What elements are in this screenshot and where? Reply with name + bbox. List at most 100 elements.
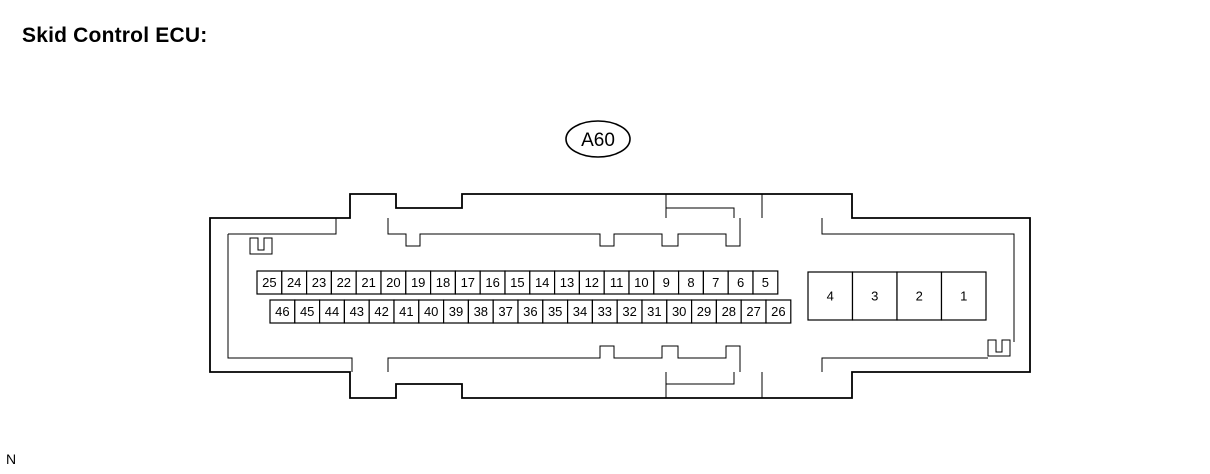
pin-number: 44 [325, 304, 339, 319]
pin-35: 35 [542, 299, 569, 324]
pin-14: 14 [529, 270, 556, 295]
pin-number: 28 [722, 304, 736, 319]
pin-number: 3 [871, 289, 878, 304]
connector-id-text: A60 [581, 130, 615, 151]
pin-24: 24 [281, 270, 308, 295]
pin-number: 4 [827, 289, 834, 304]
pin-23: 23 [306, 270, 333, 295]
pin-number: 19 [411, 275, 425, 290]
connector-inner-outline [227, 194, 1015, 398]
pin-number: 7 [712, 275, 719, 290]
pin-number: 40 [424, 304, 438, 319]
diagram-title: Skid Control ECU: [22, 24, 208, 47]
pin-number: 36 [523, 304, 537, 319]
pin-25: 25 [256, 270, 283, 295]
pin-number: 12 [585, 275, 599, 290]
pin-number: 45 [300, 304, 314, 319]
pin-21: 21 [355, 270, 382, 295]
pin-box [896, 271, 943, 321]
pin-number: 15 [510, 275, 524, 290]
diagram-code: N [6, 451, 17, 467]
pin-28: 28 [715, 299, 742, 324]
pin-number: 13 [560, 275, 574, 290]
pin-box [940, 271, 987, 321]
pin-39: 39 [443, 299, 470, 324]
pin-number: 6 [737, 275, 744, 290]
pin-33: 33 [591, 299, 618, 324]
pin-number: 29 [697, 304, 711, 319]
pin-12: 12 [578, 270, 605, 295]
pin-2: 2 [896, 271, 943, 321]
pin-number: 20 [386, 275, 400, 290]
pin-row-large: 4 3 2 1 [807, 271, 987, 321]
pin-number: 42 [374, 304, 388, 319]
pin-3: 3 [851, 271, 898, 321]
pin-4: 4 [807, 271, 854, 321]
pin-8: 8 [677, 270, 704, 295]
pin-number: 23 [312, 275, 326, 290]
pin-19: 19 [405, 270, 432, 295]
pin-46: 46 [269, 299, 296, 324]
pin-box [851, 271, 898, 321]
pin-10: 10 [628, 270, 655, 295]
pin-43: 43 [343, 299, 370, 324]
pin-16: 16 [479, 270, 506, 295]
pin-6: 6 [727, 270, 754, 295]
pin-9: 9 [653, 270, 680, 295]
pin-box [765, 299, 792, 324]
pin-26: 26 [765, 299, 792, 324]
pin-27: 27 [740, 299, 767, 324]
pin-44: 44 [319, 299, 346, 324]
pin-number: 41 [399, 304, 413, 319]
pin-1: 1 [940, 271, 987, 321]
pin-number: 32 [622, 304, 636, 319]
pin-number: 2 [916, 289, 923, 304]
pin-38: 38 [467, 299, 494, 324]
pin-22: 22 [330, 270, 357, 295]
pin-20: 20 [380, 270, 407, 295]
pin-32: 32 [616, 299, 643, 324]
pin-row-upper: 25 24 23 22 21 20 19 18 17 16 15 14 13 12 11 10 9 8 7 6 5 [256, 270, 779, 295]
pin-number: 5 [762, 275, 769, 290]
pin-number: 1 [960, 289, 967, 304]
pin-number: 24 [287, 275, 301, 290]
pin-18: 18 [430, 270, 457, 295]
pin-29: 29 [690, 299, 717, 324]
pin-42: 42 [368, 299, 395, 324]
pin-11: 11 [603, 270, 630, 295]
pin-number: 11 [610, 275, 624, 290]
pin-7: 7 [702, 270, 729, 295]
pin-number: 43 [350, 304, 364, 319]
pin-number: 31 [647, 304, 661, 319]
pin-number: 25 [262, 275, 276, 290]
pin-number: 22 [337, 275, 351, 290]
pin-41: 41 [393, 299, 420, 324]
pin-5: 5 [752, 270, 779, 295]
pin-number: 10 [634, 275, 648, 290]
pin-17: 17 [454, 270, 481, 295]
pin-box [807, 271, 854, 321]
pin-number: 34 [573, 304, 587, 319]
pin-number: 37 [498, 304, 512, 319]
pin-number: 35 [548, 304, 562, 319]
pin-number: 38 [474, 304, 488, 319]
pin-37: 37 [492, 299, 519, 324]
pin-number: 39 [449, 304, 463, 319]
pin-15: 15 [504, 270, 531, 295]
pin-number: 9 [663, 275, 670, 290]
pin-13: 13 [553, 270, 580, 295]
pin-31: 31 [641, 299, 668, 324]
pin-number: 16 [485, 275, 499, 290]
pin-36: 36 [517, 299, 544, 324]
pin-number: 26 [771, 304, 785, 319]
pin-number: 8 [687, 275, 694, 290]
connector-label: A60 [565, 120, 631, 158]
pin-number: 18 [436, 275, 450, 290]
pin-34: 34 [566, 299, 593, 324]
pin-number: 21 [361, 275, 375, 290]
pin-number: 14 [535, 275, 549, 290]
pin-box [752, 270, 779, 295]
pin-45: 45 [294, 299, 321, 324]
